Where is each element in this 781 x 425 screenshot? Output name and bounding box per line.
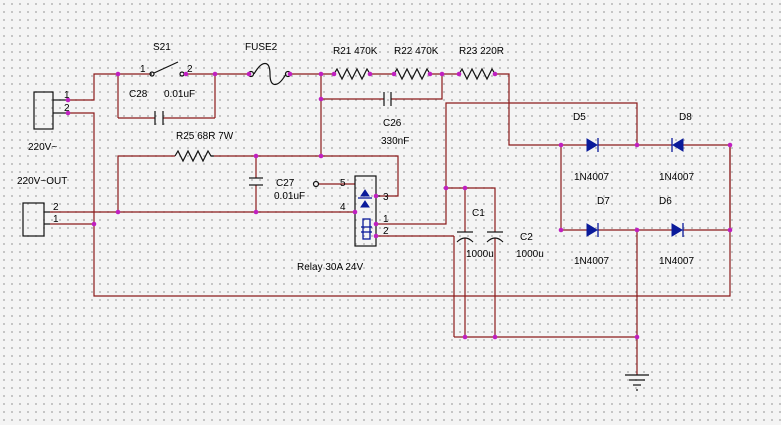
pin-relay-3: 3 bbox=[383, 192, 389, 203]
label-c26-value: 330nF bbox=[381, 136, 409, 147]
pin-relay-5: 5 bbox=[340, 178, 346, 189]
pin-relay-2: 2 bbox=[383, 226, 389, 237]
label-d8-part: 1N4007 bbox=[659, 172, 694, 183]
label-r23: R23 220R bbox=[459, 46, 504, 57]
capacitor-c26 bbox=[383, 92, 392, 106]
label-d7: D7 bbox=[597, 196, 610, 207]
diode-d6 bbox=[671, 223, 684, 237]
component-labels: S21 FUSE2 R21 470K R22 470K R23 220R C28… bbox=[17, 42, 694, 273]
label-d6-part: 1N4007 bbox=[659, 256, 694, 267]
resistor-r25 bbox=[174, 149, 214, 163]
diode-d7 bbox=[586, 223, 599, 237]
label-c27-value: 0.01uF bbox=[274, 191, 305, 202]
label-c26: C26 bbox=[383, 118, 402, 129]
capacitor-c27 bbox=[249, 177, 263, 186]
label-d8: D8 bbox=[679, 112, 692, 123]
pin-out-1: 1 bbox=[53, 214, 59, 225]
junction-dots bbox=[65, 71, 733, 340]
pin-in-1: 1 bbox=[64, 90, 70, 101]
resistor-r22 bbox=[393, 67, 431, 81]
label-r25: R25 68R 7W bbox=[176, 131, 234, 142]
pin-s21-2: 2 bbox=[187, 64, 193, 75]
pin-out-2: 2 bbox=[53, 202, 59, 213]
label-c2: C2 bbox=[520, 232, 533, 243]
diode-d5 bbox=[586, 138, 599, 152]
ground-symbol bbox=[625, 374, 649, 391]
pin-relay-4: 4 bbox=[340, 202, 346, 213]
relay-30a bbox=[312, 175, 380, 247]
label-relay: Relay 30A 24V bbox=[297, 262, 363, 273]
label-output-connector: 220V~OUT bbox=[17, 176, 67, 187]
label-c1-value: 1000u bbox=[466, 249, 494, 260]
label-c27: C27 bbox=[276, 178, 295, 189]
input-connector bbox=[33, 91, 68, 130]
label-s21: S21 bbox=[153, 42, 171, 53]
output-connector bbox=[22, 202, 50, 237]
label-c2-value: 1000u bbox=[516, 249, 544, 260]
label-r21: R21 470K bbox=[333, 46, 378, 57]
pin-in-2: 2 bbox=[64, 103, 70, 114]
pin-s21-1: 1 bbox=[140, 64, 146, 75]
pin-numbers: 1 2 2 1 1 2 5 4 3 1 2 bbox=[53, 64, 389, 237]
label-d6: D6 bbox=[659, 196, 672, 207]
label-fuse2: FUSE2 bbox=[245, 42, 278, 53]
capacitor-c2 bbox=[486, 231, 504, 243]
label-r22: R22 470K bbox=[394, 46, 439, 57]
wires bbox=[50, 73, 731, 375]
fuse-fuse2 bbox=[247, 62, 292, 86]
label-d7-part: 1N4007 bbox=[574, 256, 609, 267]
label-c28: C28 bbox=[129, 89, 148, 100]
diode-d8 bbox=[671, 138, 684, 152]
pin-relay-1: 1 bbox=[383, 214, 389, 225]
switch-s21 bbox=[149, 61, 186, 77]
label-c28-value: 0.01uF bbox=[164, 89, 195, 100]
label-c1: C1 bbox=[472, 208, 485, 219]
resistor-r23 bbox=[458, 67, 496, 81]
label-d5: D5 bbox=[573, 112, 586, 123]
capacitor-c28 bbox=[154, 111, 164, 125]
capacitor-c1 bbox=[456, 231, 474, 243]
label-d5-part: 1N4007 bbox=[574, 172, 609, 183]
label-input-connector: 220V~ bbox=[28, 142, 57, 153]
resistor-r21 bbox=[333, 67, 371, 81]
